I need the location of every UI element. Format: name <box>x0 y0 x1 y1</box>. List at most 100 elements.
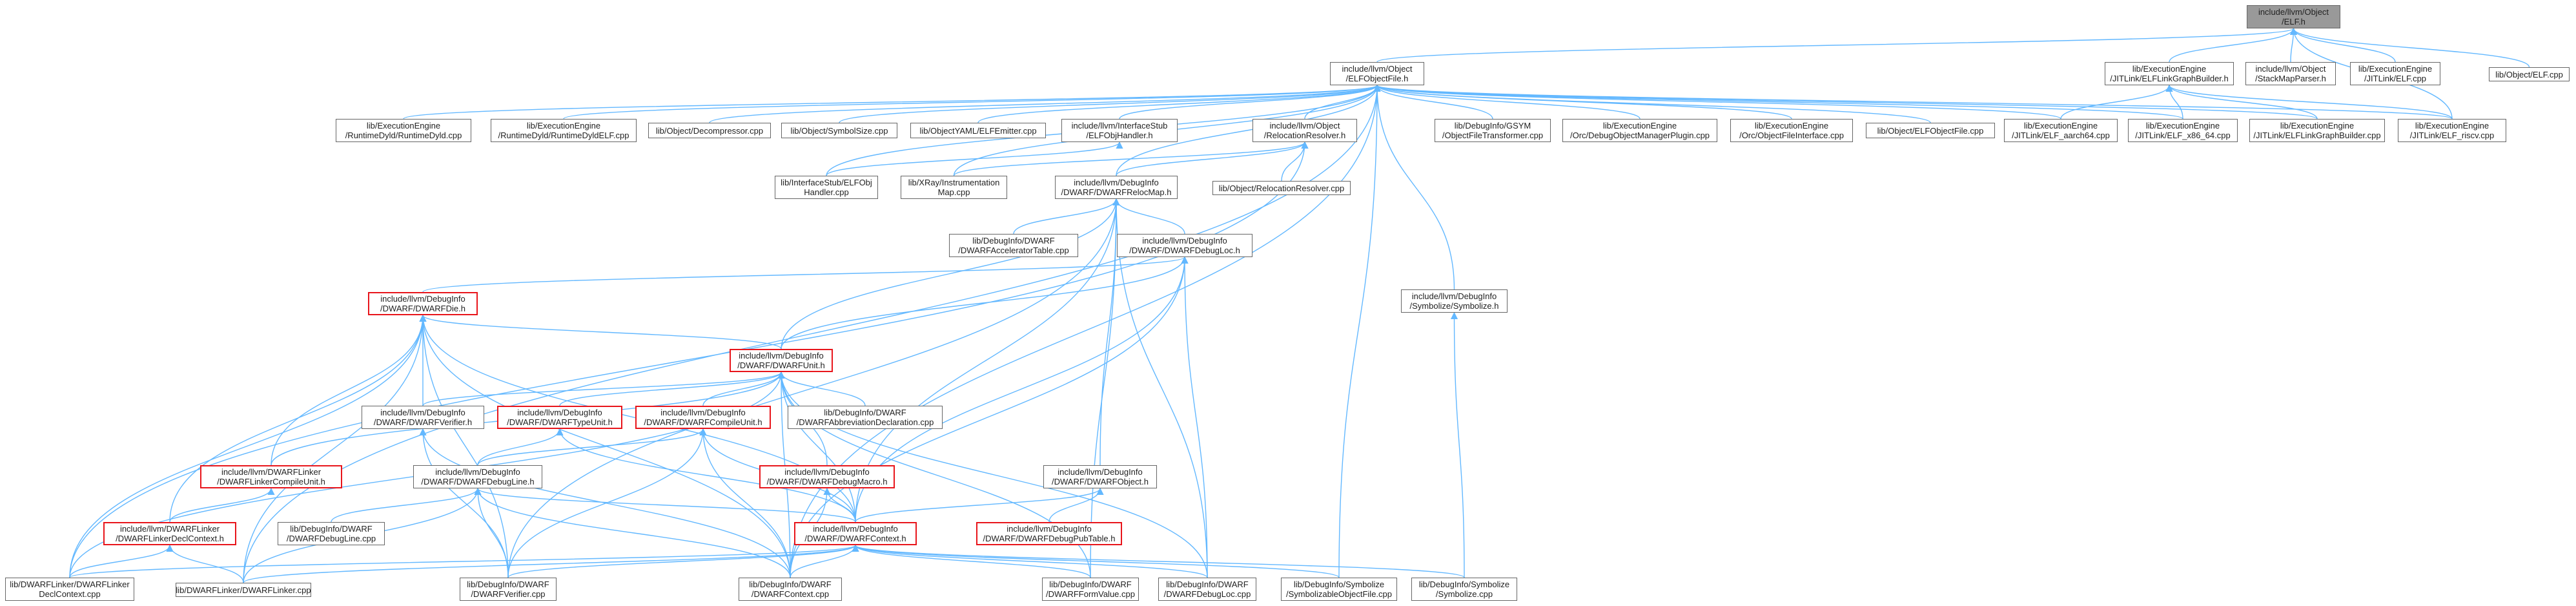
node-dwarf-debug-loc-cpp[interactable]: lib/DebugInfo/DWARF/DWARFDebugLoc.cpp <box>1158 578 1256 601</box>
node-dwarf-context-cpp[interactable]: lib/DebugInfo/DWARF/DWARFContext.cpp <box>739 578 842 601</box>
node-relocation-resolver-cpp[interactable]: lib/Object/RelocationResolver.cpp <box>1212 181 1351 195</box>
edge-symobjcpp-to-objelf <box>1338 84 1381 578</box>
edge-debugline-to-compileunit <box>477 428 707 466</box>
edge-linkercpp-to-die <box>243 314 427 583</box>
node-dwarf-verifier-h[interactable]: include/llvm/DebugInfo/DWARF/DWARFVerifi… <box>362 406 484 429</box>
node-dwarf-debug-line-h[interactable]: include/llvm/DebugInfo/DWARF/DWARFDebugL… <box>413 465 542 488</box>
edge-declctxcpp-to-context <box>69 544 859 578</box>
node-dwarf-verifier-cpp[interactable]: lib/DebugInfo/DWARF/DWARFVerifier.cpp <box>460 578 557 601</box>
node-relocation-resolver-h[interactable]: include/llvm/Object/RelocationResolver.h <box>1252 119 1357 142</box>
edge-debugloccpp-to-relocmap <box>1112 198 1208 578</box>
edge-context-to-debugline <box>474 487 856 523</box>
node-dwarf-debug-line-cpp[interactable]: lib/DebugInfo/DWARF/DWARFDebugLine.cpp <box>278 522 385 545</box>
node-elf-object-file-cpp[interactable]: lib/Object/ELFObjectFile.cpp <box>1866 123 1995 138</box>
node-dwarf-reloc-map-h[interactable]: include/llvm/DebugInfo/DWARF/DWARFRelocM… <box>1055 176 1178 199</box>
node-dwarf-abbreviation-declaration-cpp[interactable]: lib/DebugInfo/DWARF/DWARFAbbreviationDec… <box>788 406 943 429</box>
node-elf-emitter-cpp[interactable]: lib/ObjectYAML/ELFEmitter.cpp <box>910 123 1046 138</box>
edge-debugloc-to-relocmap <box>1112 198 1185 235</box>
node-elf-x86-64-cpp[interactable]: lib/ExecutionEngine/JITLink/ELF_x86_64.c… <box>2128 119 2238 142</box>
edge-acctable-to-relocmap <box>1013 198 1120 235</box>
edge-linkercpp-to-objelf <box>243 84 1381 583</box>
node-object-elf-object-file-h[interactable]: include/llvm/Object/ELFObjectFile.h <box>1330 62 1424 85</box>
edge-aarch64-to-objelf <box>1373 84 2061 120</box>
edge-declctx-to-die <box>169 314 427 523</box>
edge-context-to-unit <box>777 371 856 523</box>
edge-linkercu-to-die <box>271 314 427 466</box>
edge-objelfobjcpp-to-objelf <box>1373 84 1931 123</box>
edge-riscv-to-objelf <box>1374 84 2453 120</box>
node-symbolize-cpp[interactable]: lib/DebugInfo/Symbolize/Symbolize.cpp <box>1411 578 1517 601</box>
node-object-file-transformer-cpp[interactable]: lib/DebugInfo/GSYM/ObjectFileTransformer… <box>1435 119 1551 142</box>
edge-declctx-to-linkercu <box>169 487 275 523</box>
edge-contextcpp-to-debugline <box>474 487 791 578</box>
edge-declctxcpp-to-die <box>69 314 427 578</box>
edge-die-to-debugloc <box>422 256 1189 293</box>
edge-x8664-to-objelf <box>1373 84 2183 120</box>
edge-contextcpp-to-debugloc <box>790 256 1189 578</box>
node-symbolizable-object-file-cpp[interactable]: lib/DebugInfo/Symbolize/SymbolizableObje… <box>1281 578 1397 601</box>
node-elf-riscv-cpp[interactable]: lib/ExecutionEngine/JITLink/ELF_riscv.cp… <box>2398 119 2506 142</box>
edge-elfobjh-to-objelf <box>1119 84 1381 120</box>
edge-verifiercpp-to-relocmap <box>507 198 1120 578</box>
edge-rtdyld-to-objelf <box>403 84 1381 120</box>
edge-rtdyldelf-to-objelf <box>563 84 1381 120</box>
node-dwarf-linker-compile-unit-h[interactable]: include/llvm/DWARFLinker/DWARFLinkerComp… <box>200 465 342 488</box>
edge-lgbcpp-to-jitlink <box>2165 84 2318 120</box>
node-symbolize-h[interactable]: include/llvm/DebugInfo/Symbolize/Symboli… <box>1401 289 1508 313</box>
node-decompressor-cpp[interactable]: lib/Object/Decompressor.cpp <box>648 123 771 138</box>
edge-unit-to-die <box>419 314 782 350</box>
edge-contextcpp-to-context <box>790 544 859 578</box>
node-runtime-dyld-cpp[interactable]: lib/ExecutionEngine/RuntimeDyld/RuntimeD… <box>336 119 471 142</box>
edge-objelf-to-root <box>1376 27 2297 63</box>
node-dwarf-debug-loc-h[interactable]: include/llvm/DebugInfo/DWARF/DWARFDebugL… <box>1117 234 1252 257</box>
edge-contextcpp-to-compileunit <box>699 428 791 578</box>
edge-aarch64-to-jitlink <box>2060 84 2173 120</box>
node-object-elf-cpp[interactable]: lib/Object/ELF.cpp <box>2489 67 2570 81</box>
edge-verifiercpp-to-compileunit <box>507 428 707 578</box>
edge-stackmap-to-root <box>2289 27 2298 63</box>
node-dwarf-context-h[interactable]: include/llvm/DebugInfo/DWARF/DWARFContex… <box>794 522 917 545</box>
node-dwarf-compile-unit-h[interactable]: include/llvm/DebugInfo/DWARF/DWARFCompil… <box>635 406 771 429</box>
edge-symcpp-to-symbolizeh <box>1450 311 1465 578</box>
node-debug-object-manager-plugin-cpp[interactable]: lib/ExecutionEngine/Orc/DebugObjectManag… <box>1562 119 1717 142</box>
edge-objelfcpp-to-root <box>2290 27 2530 68</box>
edge-formvalue-to-context <box>852 544 1091 578</box>
node-object-file-interface-cpp[interactable]: lib/ExecutionEngine/Orc/ObjectFileInterf… <box>1730 119 1853 142</box>
node-elf-aarch64-cpp[interactable]: lib/ExecutionEngine/JITLink/ELF_aarch64.… <box>2004 119 2118 142</box>
node-dwarf-debug-pub-table-h[interactable]: include/llvm/DebugInfo/DWARF/DWARFDebugP… <box>976 522 1122 545</box>
edge-pubtable-to-dwobj <box>1048 487 1104 523</box>
edge-formvalue-to-relocmap <box>1090 198 1120 578</box>
node-dwarf-linker-cpp[interactable]: lib/DWARFLinker/DWARFLinker.cpp <box>176 583 311 597</box>
edge-stubcpp-to-elfobjh <box>826 141 1123 176</box>
edge-yaml-to-objelf <box>977 84 1381 123</box>
node-dwarf-form-value-cpp[interactable]: lib/DebugInfo/DWARF/DWARFFormValue.cpp <box>1042 578 1139 601</box>
edge-jitelf-to-root <box>2289 27 2396 63</box>
node-dwarf-accelerator-table-cpp[interactable]: lib/DebugInfo/DWARF/DWARFAcceleratorTabl… <box>949 234 1078 257</box>
node-jitlink-elf-cpp[interactable]: lib/ExecutionEngine/JITLink/ELF.cpp <box>2350 62 2440 85</box>
node-jitlink-elf-link-graph-builder-h[interactable]: lib/ExecutionEngine/JITLink/ELFLinkGraph… <box>2105 62 2234 85</box>
edge-riscv-to-jitlink <box>2165 84 2453 120</box>
edge-verifiercpp-to-context <box>507 544 859 578</box>
edge-linkercpp-to-declctx <box>166 544 244 583</box>
edge-symsize-to-objelf <box>839 84 1381 123</box>
edge-debugline-to-typeunit <box>477 428 564 466</box>
node-elf-link-graph-builder-cpp[interactable]: lib/ExecutionEngine/JITLink/ELFLinkGraph… <box>2249 119 2385 142</box>
node-dwarf-type-unit-h[interactable]: include/llvm/DebugInfo/DWARF/DWARFTypeUn… <box>497 406 622 429</box>
node-dwarf-die-h[interactable]: include/llvm/DebugInfo/DWARF/DWARFDie.h <box>368 292 478 315</box>
node-elf-obj-handler-h[interactable]: include/llvm/InterfaceStub/ELFObjHandler… <box>1061 119 1178 142</box>
node-dwarf-linker-decl-context-h[interactable]: include/llvm/DWARFLinker/DWARFLinkerDecl… <box>103 522 236 545</box>
edge-xray-to-relocres <box>953 141 1309 176</box>
node-dwarf-unit-h[interactable]: include/llvm/DebugInfo/DWARF/DWARFUnit.h <box>730 349 833 372</box>
edge-typeunit-to-unit <box>559 371 785 406</box>
edge-lgbcpp-to-objelf <box>1373 84 2318 120</box>
node-symbol-size-cpp[interactable]: lib/Object/SymbolSize.cpp <box>781 123 897 138</box>
node-dwarf-object-h[interactable]: include/llvm/DebugInfo/DWARF/DWARFObject… <box>1043 465 1157 488</box>
node-object-elf-h[interactable]: include/llvm/Object/ELF.h <box>2247 5 2340 28</box>
edge-symcpp-to-context <box>852 544 1465 578</box>
node-runtime-dyld-elf-cpp[interactable]: lib/ExecutionEngine/RuntimeDyld/RuntimeD… <box>491 119 637 142</box>
node-object-stack-map-parser-h[interactable]: include/llvm/Object/StackMapParser.h <box>2245 62 2336 85</box>
node-dwarf-debug-macro-h[interactable]: include/llvm/DebugInfo/DWARF/DWARFDebugM… <box>759 465 895 488</box>
